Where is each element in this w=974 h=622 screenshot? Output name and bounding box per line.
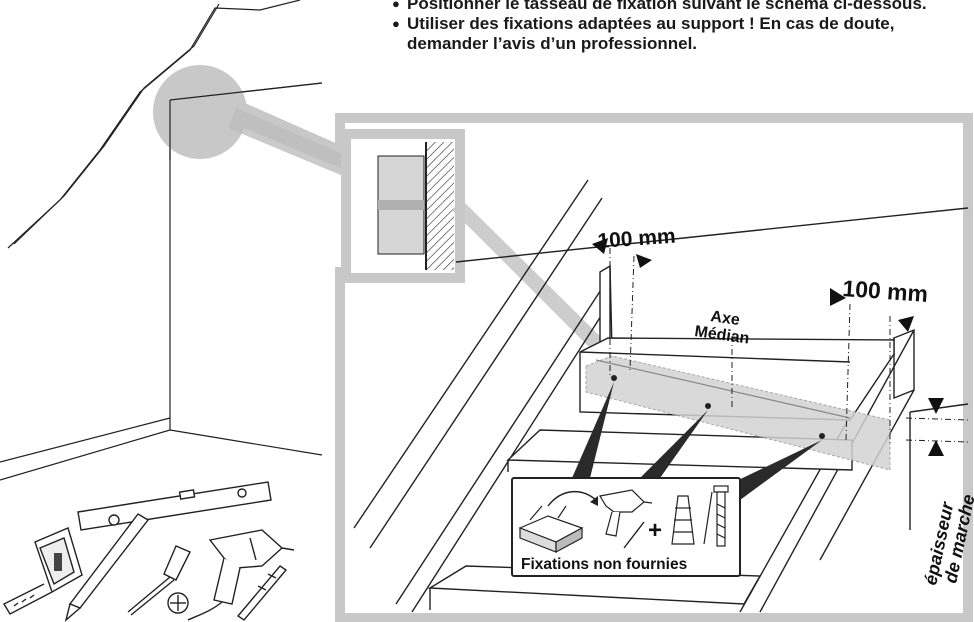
fixings-callout: + Fixations non fournies [511,477,741,577]
drill-icon [187,529,295,621]
dimension-arrows [592,238,944,456]
ledger-board [585,355,891,471]
dimension-right-label: 100 mm [842,275,929,307]
tape-measure-icon [3,527,83,615]
drill-bit-icon [236,565,288,621]
mini-drill-icon [599,489,653,537]
arrow-curve [547,491,597,507]
mini-drill-bit-icon [623,521,645,549]
instruction-fixings: Utiliser des fixations adaptées au suppo… [392,14,952,54]
spirit-level-icon [77,481,272,531]
anchor-bolt-icon [713,485,729,547]
fixings-not-supplied-label: Fixations non fournies [521,556,687,573]
screwdriver-icon [127,545,191,616]
instruction-list: Positionner le tasseau de fixation suiva… [392,0,952,54]
plus-sign: + [648,517,662,544]
cross-section-inset [341,129,465,283]
room-outline [0,0,323,481]
toolbox-icon [518,505,584,554]
phillips-bit-icon [167,592,189,614]
dimension-left-label: 100 mm [597,225,677,253]
median-axis-label-1: Axe [709,308,741,329]
wall-plug-icon [671,495,695,545]
dimension-lines [609,248,969,446]
pencil-icon [64,513,150,622]
instruction-positioning: Positionner le tasseau de fixation suiva… [392,0,952,14]
detail-magnifier [153,65,356,178]
fixing-callout-wedges [572,382,822,500]
